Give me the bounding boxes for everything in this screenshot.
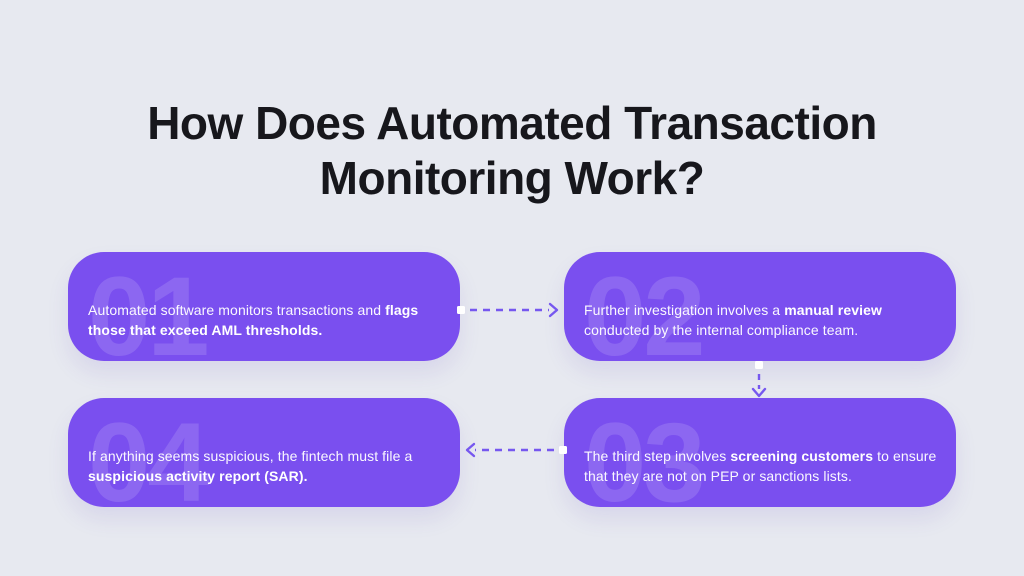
step-number-watermark-04: 04: [88, 400, 210, 508]
arrow-step3-to-step4-icon: [465, 442, 567, 458]
step-text-03-regular-tail: to ensure that they are not on PEP or sa…: [584, 448, 937, 484]
step-number-watermark-03: 03: [584, 400, 706, 508]
step-text-03-regular: The third step involves: [584, 448, 731, 464]
step-text-04: If anything seems suspicious, the fintec…: [88, 446, 446, 486]
step-number-watermark-02: 02: [584, 254, 706, 362]
step-text-04-regular: If anything seems suspicious, the fintec…: [88, 448, 413, 464]
arrow-step2-to-step3-icon: [751, 361, 767, 398]
step-text-01-bold: flags those that exceed AML thresholds.: [88, 302, 419, 338]
arrow-step1-to-step2-icon: [457, 302, 559, 318]
step-card-03: 03 The third step involves screening cus…: [564, 398, 956, 507]
step-text-02-bold: manual review: [784, 302, 882, 318]
page-title-line-1: How Does Automated Transaction: [147, 97, 877, 149]
step-text-04-bold: suspicious activity report (SAR).: [88, 468, 308, 484]
step-card-02: 02 Further investigation involves a manu…: [564, 252, 956, 361]
step-text-03-bold: screening customers: [730, 448, 874, 464]
step-text-01-regular: Automated software monitors transactions…: [88, 302, 386, 318]
step-text-02-regular-tail: conducted by the internal compliance tea…: [584, 322, 859, 338]
step-number-watermark-01: 01: [88, 254, 210, 362]
step-text-01: Automated software monitors transactions…: [88, 300, 446, 340]
step-text-03: The third step involves screening custom…: [584, 446, 942, 486]
step-card-04: 04 If anything seems suspicious, the fin…: [68, 398, 460, 507]
step-text-02-regular: Further investigation involves a: [584, 302, 785, 318]
page-title-line-2: Monitoring Work?: [319, 152, 705, 204]
step-text-02: Further investigation involves a manual …: [584, 300, 942, 340]
step-card-01: 01 Automated software monitors transacti…: [68, 252, 460, 361]
